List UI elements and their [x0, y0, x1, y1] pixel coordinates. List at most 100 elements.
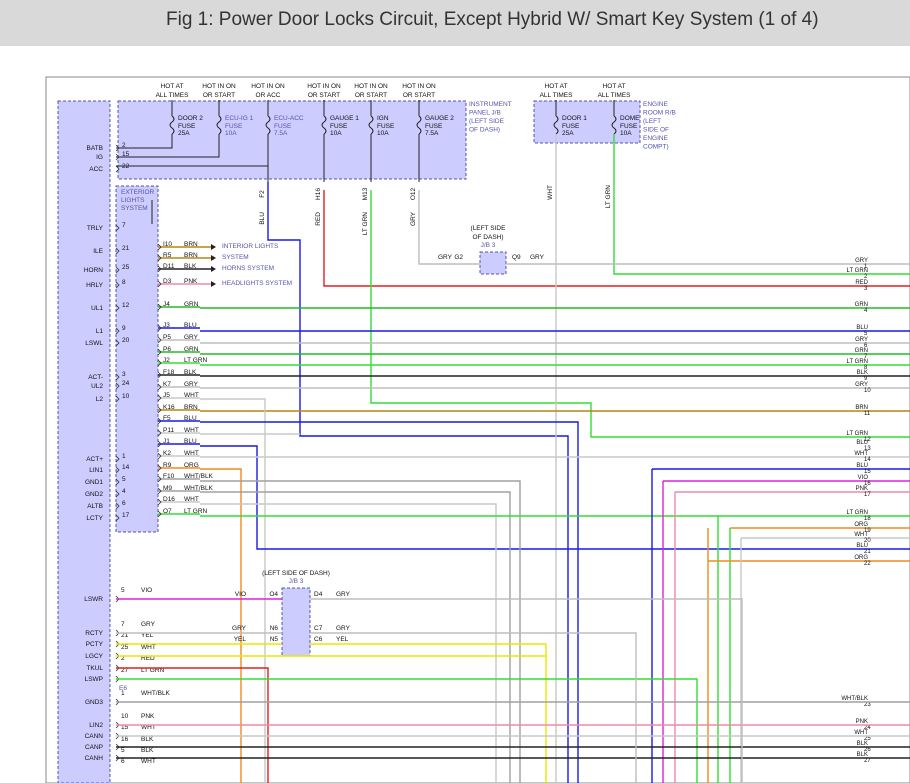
- left-wire-conn: F18: [163, 369, 175, 376]
- power-header: OR START: [403, 92, 435, 99]
- output-number: 27: [864, 758, 871, 764]
- connector-glyph: [157, 371, 162, 379]
- left-wire-color: WHT: [184, 496, 199, 503]
- ip-jb-label: PANEL J/B: [469, 110, 501, 117]
- fuse-name: DOOR 2: [178, 115, 203, 122]
- connector-glyph: [157, 475, 162, 483]
- output-color: GRY: [855, 337, 868, 343]
- jb3-upper-label: (LEFT SIDE: [471, 225, 507, 232]
- ecu-lower-pin-name: CANN: [85, 733, 104, 740]
- ecu-pin-number: 20: [122, 337, 130, 344]
- wire-c7-gry: [310, 632, 637, 783]
- output-color: ORG: [854, 555, 868, 561]
- output-number: 7: [864, 354, 868, 360]
- ecu-pin-name: L1: [96, 328, 104, 335]
- ext-lights-label: SYSTEM: [121, 205, 148, 212]
- output-number: 16: [864, 481, 871, 487]
- ecu-pin-number: 14: [122, 464, 130, 471]
- ecu-pin-name: ALTB: [87, 503, 103, 510]
- jb3-upper-out: Q9: [512, 254, 521, 261]
- power-header: ALL TIMES: [540, 92, 574, 99]
- output-number: 6: [864, 343, 868, 349]
- fuse-label: FUSE: [330, 123, 348, 130]
- lower-wire-color: WHT: [141, 758, 156, 765]
- power-header: HOT AT: [161, 83, 184, 90]
- output-color: BLU: [856, 440, 868, 446]
- left-wire-conn: R5: [163, 252, 172, 259]
- connector-glyph: [115, 455, 120, 463]
- output-color: WHT: [854, 730, 868, 736]
- jb3-lower-label: (LEFT SIDE OF DASH): [262, 570, 330, 577]
- ecu-pin-number: 2: [122, 142, 126, 149]
- output-color: BLU: [856, 543, 868, 549]
- connector-glyph: [115, 224, 120, 232]
- left-wire-conn: D16: [163, 496, 175, 503]
- connector-glyph: [115, 247, 120, 255]
- lower-wire-color: WHT: [141, 644, 156, 651]
- wire-ltgrn-m13: [370, 190, 910, 438]
- er-rb-label: ROOM R/B: [643, 110, 676, 117]
- ip-jb-label: (LEFT SIDE: [469, 118, 505, 125]
- ig-feed: [116, 134, 220, 158]
- jb3-lower-out: D4: [314, 591, 323, 598]
- wire-lgcy-wht: [116, 655, 547, 783]
- jb3-lower-name: J/B 3: [289, 578, 304, 585]
- left-wire-dest: HEADLIGHTS SYSTEM: [222, 280, 292, 287]
- jb3-lower-in: N5: [270, 636, 279, 643]
- output-number: 10: [864, 388, 871, 394]
- left-wire-conn: O7: [163, 508, 172, 515]
- output-color: LT GRN: [847, 510, 868, 516]
- connector-glyph: [115, 490, 120, 498]
- left-wire-color: ORG: [184, 462, 199, 469]
- left-wire-color: BLU: [184, 438, 197, 445]
- power-header: OR START: [308, 92, 340, 99]
- left-wire-conn: P6: [163, 346, 171, 353]
- left-wire-color: PNK: [184, 278, 198, 285]
- figure-title: Fig 1: Power Door Locks Circuit, Except …: [166, 9, 819, 30]
- connector-glyph: [157, 303, 162, 311]
- jb-output-conn: F2: [259, 190, 266, 198]
- left-wire-dest: INTERIOR LIGHTS: [222, 243, 279, 250]
- ecu-module: [57, 100, 111, 783]
- fuse-name: ECU-IG 1: [225, 115, 254, 122]
- left-wire-color: BLK: [184, 263, 197, 270]
- power-header: OR ACC: [256, 92, 281, 99]
- left-wire-color: BRN: [184, 241, 198, 248]
- jb3-lower-out-color: YEL: [336, 636, 349, 643]
- connector-glyph: [115, 339, 120, 347]
- output-color: VIO: [858, 475, 869, 481]
- connector-glyph: [115, 144, 120, 152]
- output-color: GRY: [855, 258, 868, 264]
- output-number: 13: [864, 446, 871, 452]
- er-rb-label: (LEFT: [643, 118, 661, 125]
- ecu-pin-name: ACT+: [86, 456, 103, 463]
- left-wire-color: BLU: [184, 415, 197, 422]
- lower-wire-color: RED: [141, 655, 155, 662]
- output-color: LT GRN: [847, 359, 868, 365]
- diagram-frame: [45, 76, 910, 783]
- connector-glyph: [115, 466, 120, 474]
- power-header: HOT IN ON: [202, 83, 236, 90]
- fuse-symbol: [553, 115, 559, 135]
- lower-wire-pin: 21: [121, 632, 129, 639]
- output-color: WHT: [854, 532, 868, 538]
- connector-glyph: [157, 280, 162, 288]
- output-color: ORG: [854, 522, 868, 528]
- er-rb-label: SIDE OF: [643, 127, 669, 134]
- connector-glyph: [157, 336, 162, 344]
- wire-lswp-ltgrn: [116, 678, 698, 783]
- left-wire-conn: F5: [163, 415, 171, 422]
- ecu-pin-number: 25: [122, 264, 130, 271]
- left-wire-color: WHT: [184, 450, 199, 457]
- power-header: OR START: [355, 92, 387, 99]
- jb3-lower-in: O4: [269, 591, 278, 598]
- fuse-name: GAUGE 1: [330, 115, 359, 122]
- connector-glyph: [157, 440, 162, 448]
- connector-glyph: [115, 514, 120, 522]
- left-wire-conn: J5: [163, 392, 170, 399]
- output-color: WHT: [854, 451, 868, 457]
- wire-drop-f5: [200, 421, 579, 783]
- output-number: 25: [864, 736, 871, 742]
- output-color: LT GRN: [847, 268, 868, 274]
- output-number: 12: [864, 437, 871, 443]
